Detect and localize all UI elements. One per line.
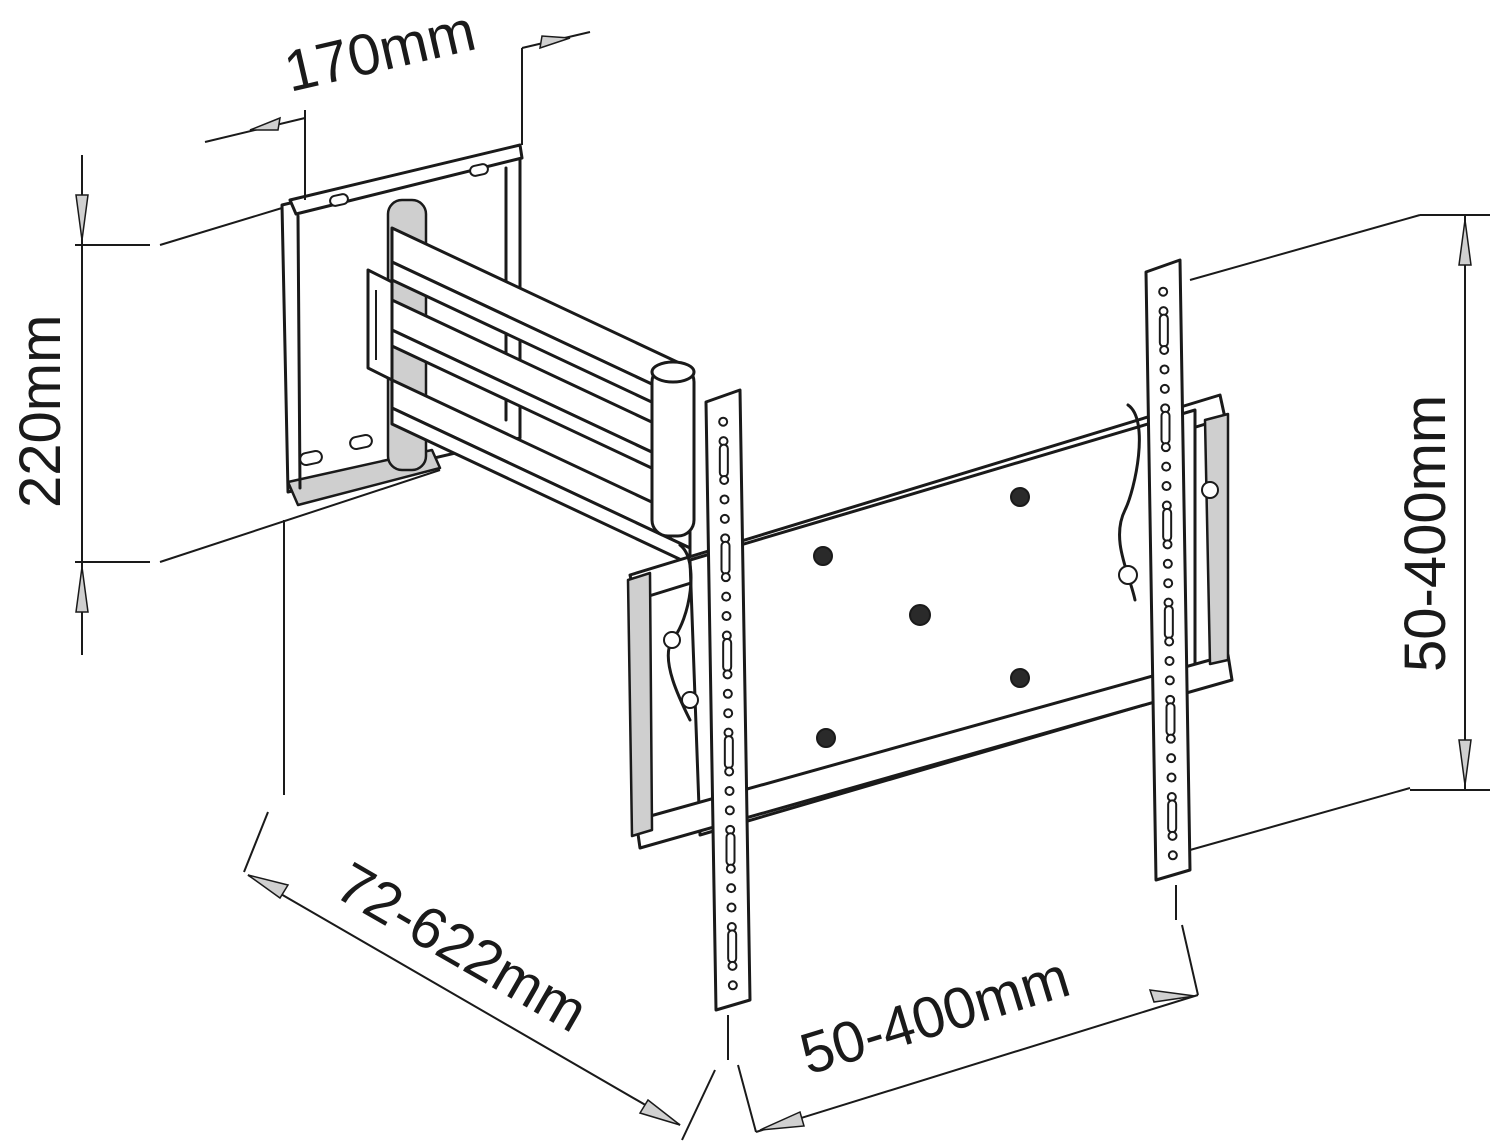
strip-hole [722, 669, 733, 680]
tv-strip-left [704, 388, 752, 1012]
strip-hole [724, 766, 735, 777]
tv-bracket-frame [626, 393, 1234, 850]
strip-hole [727, 980, 738, 991]
articulating-arm [366, 198, 696, 566]
dimension-arrow [75, 566, 89, 613]
strip-hole [719, 513, 730, 524]
strip-hole [1164, 655, 1175, 666]
dimension-wall-height: 220mm [8, 155, 441, 655]
dimension-vesa-vertical: 50-400mm [1189, 214, 1490, 851]
vesa-hole-center [909, 604, 931, 626]
label-vesa-vertical: 50-400mm [1393, 395, 1458, 672]
strip-hole [1161, 481, 1172, 492]
strip-hole [727, 960, 738, 971]
strip-hole [719, 475, 730, 486]
strip-hole [724, 805, 735, 816]
strip-hole [1162, 558, 1173, 569]
strip-slot [1162, 507, 1173, 542]
dimension-arrow [1148, 989, 1196, 1003]
dimension-arrow [1458, 219, 1472, 266]
dimension-arrow [75, 194, 89, 241]
dimension-arrow [249, 116, 281, 131]
strip-slot [725, 832, 736, 867]
strip-hole [1159, 364, 1170, 375]
vesa-hole-top-left [813, 546, 833, 566]
strip-hole [1167, 830, 1178, 841]
strip-hole [718, 416, 729, 427]
strip-slot [1160, 410, 1171, 445]
strip-slot [1167, 799, 1178, 834]
strip-hole [1164, 636, 1175, 647]
strip-hole [724, 785, 735, 796]
strip-hole [1166, 753, 1177, 764]
dimension-arrow [247, 874, 290, 900]
strip-slot [1165, 702, 1176, 737]
strip-hole [721, 591, 732, 602]
vesa-hole-bottom-right [1010, 668, 1030, 688]
strip-hole [726, 902, 737, 913]
dimension-vesa-horizontal: 50-400mm [727, 885, 1199, 1133]
strip-hole [721, 611, 732, 622]
strip-hole [1158, 286, 1169, 297]
strip-hole [1159, 345, 1170, 356]
strip-hole [1167, 850, 1178, 861]
strip-hole [720, 572, 731, 583]
strip-hole [719, 494, 730, 505]
vesa-hole-bottom-left [816, 728, 836, 748]
strip-slot [723, 735, 734, 770]
vesa-hole-top-right [1010, 487, 1030, 507]
strip-slot [722, 637, 733, 672]
strip-hole [1163, 578, 1174, 589]
strip-hole [1166, 772, 1177, 783]
strip-slot [718, 443, 729, 478]
dimension-arrow [539, 35, 571, 50]
label-wall-height: 220mm [8, 315, 73, 508]
strip-hole [1165, 733, 1176, 744]
dimension-arrow [759, 1110, 805, 1131]
dimension-arrow [638, 1098, 681, 1126]
tv-strip-right [1144, 258, 1192, 882]
strip-hole [726, 883, 737, 894]
strip-hole [1161, 461, 1172, 472]
strip-hole [1164, 675, 1175, 686]
label-wall-width: 170mm [278, 0, 481, 105]
strip-hole [1159, 383, 1170, 394]
dimension-wall-width: 170mm [204, 0, 591, 200]
strip-hole [1162, 539, 1173, 550]
strip-slot [727, 929, 738, 964]
dimension-arrow [1458, 739, 1472, 786]
label-vesa-horizontal: 50-400mm [793, 944, 1077, 1087]
strip-hole [1160, 442, 1171, 453]
strip-hole [722, 688, 733, 699]
strip-slot [720, 540, 731, 575]
strip-hole [725, 863, 736, 874]
strip-hole [723, 708, 734, 719]
label-arm-extension: 72-622mm [326, 850, 599, 1045]
strip-slot [1163, 605, 1174, 640]
strip-slot [1158, 313, 1169, 348]
